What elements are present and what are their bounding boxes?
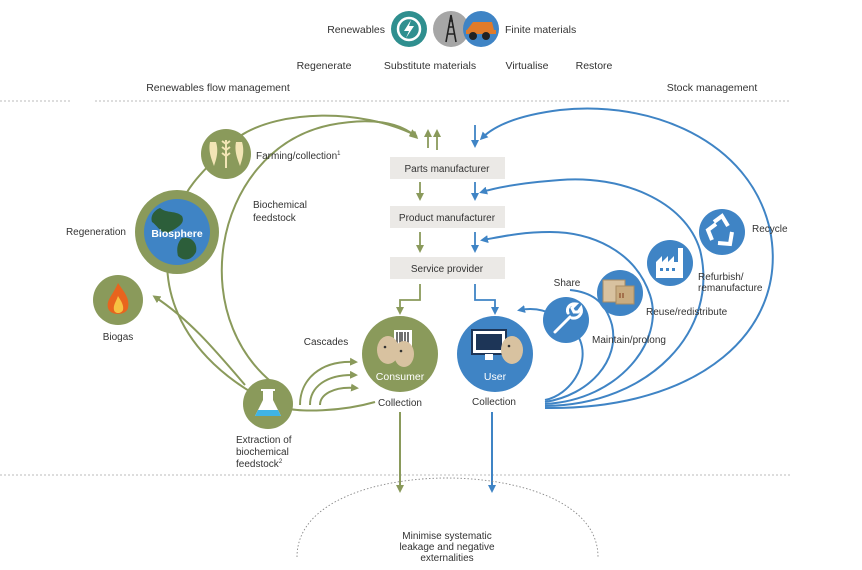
maintain-prolong-label: Maintain/prolong (592, 335, 666, 346)
strategy-regenerate: Regenerate (297, 60, 352, 72)
regeneration-label: Regeneration (66, 227, 126, 238)
recycle-label: Recycle (752, 224, 788, 235)
biogas-flame-icon (93, 275, 143, 325)
leakage-label-3: externalities (420, 553, 473, 564)
boxes-icon (597, 270, 643, 316)
strategy-restore: Restore (576, 60, 613, 72)
wrench-icon (543, 297, 589, 343)
renewables-label: Renewables (327, 24, 385, 36)
finite-materials-label: Finite materials (505, 24, 576, 36)
farming-icon (201, 129, 251, 179)
refurbish-label-2: remanufacture (698, 283, 763, 294)
oil-rig-icon (433, 11, 469, 47)
refurbish-label-1: Refurbish/ (698, 272, 744, 283)
leakage-label-1: Minimise systematic (402, 531, 491, 542)
biogas-label: Biogas (103, 332, 134, 343)
extraction-label-1: Extraction of (236, 435, 292, 446)
service-provider-box: Service provider (390, 257, 505, 279)
technical-cycle-paths (479, 107, 774, 493)
biochemical-feedstock-label-2: feedstock (253, 213, 297, 224)
biochemical-feedstock-label-1: Biochemical (253, 200, 307, 211)
user-icon: User (457, 316, 533, 392)
consumer-collection-label: Collection (378, 398, 422, 409)
extraction-label-2: biochemical (236, 447, 289, 458)
product-manufacturer-box: Product manufacturer (390, 206, 505, 228)
mining-truck-icon (463, 11, 499, 47)
extraction-label-3: feedstock2 (236, 459, 283, 470)
biological-cycle-paths (152, 114, 419, 493)
value-chain-arrows (396, 125, 499, 315)
user-collection-label: Collection (472, 397, 516, 408)
flask-icon (243, 379, 293, 429)
product-manufacturer-label: Product manufacturer (399, 213, 496, 224)
parts-manufacturer-label: Parts manufacturer (404, 164, 490, 175)
user-label: User (484, 371, 507, 383)
renewables-flow-management-label: Renewables flow management (146, 82, 290, 94)
share-label: Share (554, 278, 581, 289)
strategy-virtualise: Virtualise (506, 60, 549, 72)
reuse-redistribute-label: Reuse/redistribute (646, 307, 728, 318)
consumer-icon: Consumer (362, 316, 438, 392)
cascades-label: Cascades (304, 337, 348, 348)
stock-management-label: Stock management (667, 82, 758, 94)
recycle-icon (699, 209, 745, 255)
parts-manufacturer-box: Parts manufacturer (390, 157, 505, 179)
biosphere-label: Biosphere (151, 228, 203, 240)
consumer-label: Consumer (376, 371, 425, 383)
farming-collection-label: Farming/collection1 (256, 151, 341, 162)
renewables-icon (391, 11, 427, 47)
biosphere-globe-icon: Biosphere (135, 190, 219, 274)
strategy-substitute: Substitute materials (384, 60, 476, 72)
service-provider-label: Service provider (411, 264, 484, 275)
factory-icon (647, 240, 693, 286)
leakage-label-2: leakage and negative (399, 542, 495, 553)
leakage-dome (296, 477, 599, 558)
